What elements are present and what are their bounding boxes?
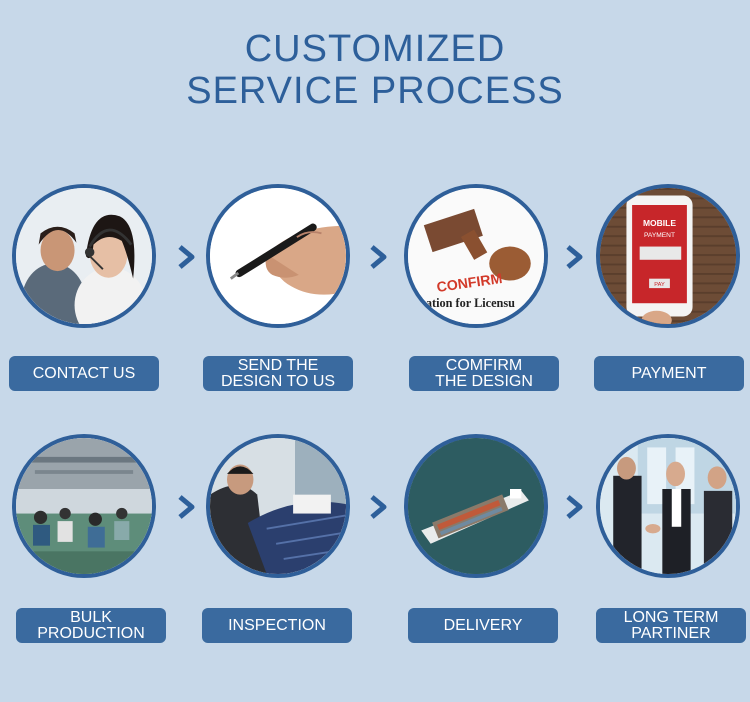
chevron-right-icon bbox=[176, 494, 198, 520]
title-line-1: CUSTOMIZED bbox=[0, 30, 750, 68]
step-label-contact-us: CONTACT US bbox=[9, 356, 159, 391]
phone-line-2: PAYMENT bbox=[644, 232, 675, 239]
chevron-right-icon bbox=[564, 494, 586, 520]
step-label-payment: PAYMENT bbox=[594, 356, 744, 391]
chevron-right-icon bbox=[368, 494, 390, 520]
delivery-image bbox=[404, 434, 548, 578]
bulk-production-image bbox=[12, 434, 156, 578]
chevron-right-icon bbox=[176, 244, 198, 270]
title-line-2: SERVICE PROCESS bbox=[0, 72, 750, 110]
chevron-right-icon bbox=[564, 244, 586, 270]
chevron-right-icon bbox=[368, 244, 390, 270]
stamp-paper-text: lication for Licensu bbox=[414, 296, 515, 310]
step-label-delivery: DELIVERY bbox=[408, 608, 558, 643]
phone-line-1: MOBILE bbox=[643, 218, 676, 228]
confirm-design-image: CONFIRM lication for Licensu bbox=[404, 184, 548, 328]
step-label-bulk-production: BULK PRODUCTION bbox=[16, 608, 166, 643]
contact-us-image bbox=[12, 184, 156, 328]
step-label-send-design: SEND THE DESIGN TO US bbox=[203, 356, 353, 391]
phone-pay-button: PAY bbox=[654, 282, 665, 288]
step-label-inspection: INSPECTION bbox=[202, 608, 352, 643]
send-design-image bbox=[206, 184, 350, 328]
payment-image: MOBILE PAYMENT PAY bbox=[596, 184, 740, 328]
step-label-confirm-design: COMFIRM THE DESIGN bbox=[409, 356, 559, 391]
long-term-partner-image bbox=[596, 434, 740, 578]
step-label-long-term-partner: LONG TERM PARTINER bbox=[596, 608, 746, 643]
inspection-image bbox=[206, 434, 350, 578]
